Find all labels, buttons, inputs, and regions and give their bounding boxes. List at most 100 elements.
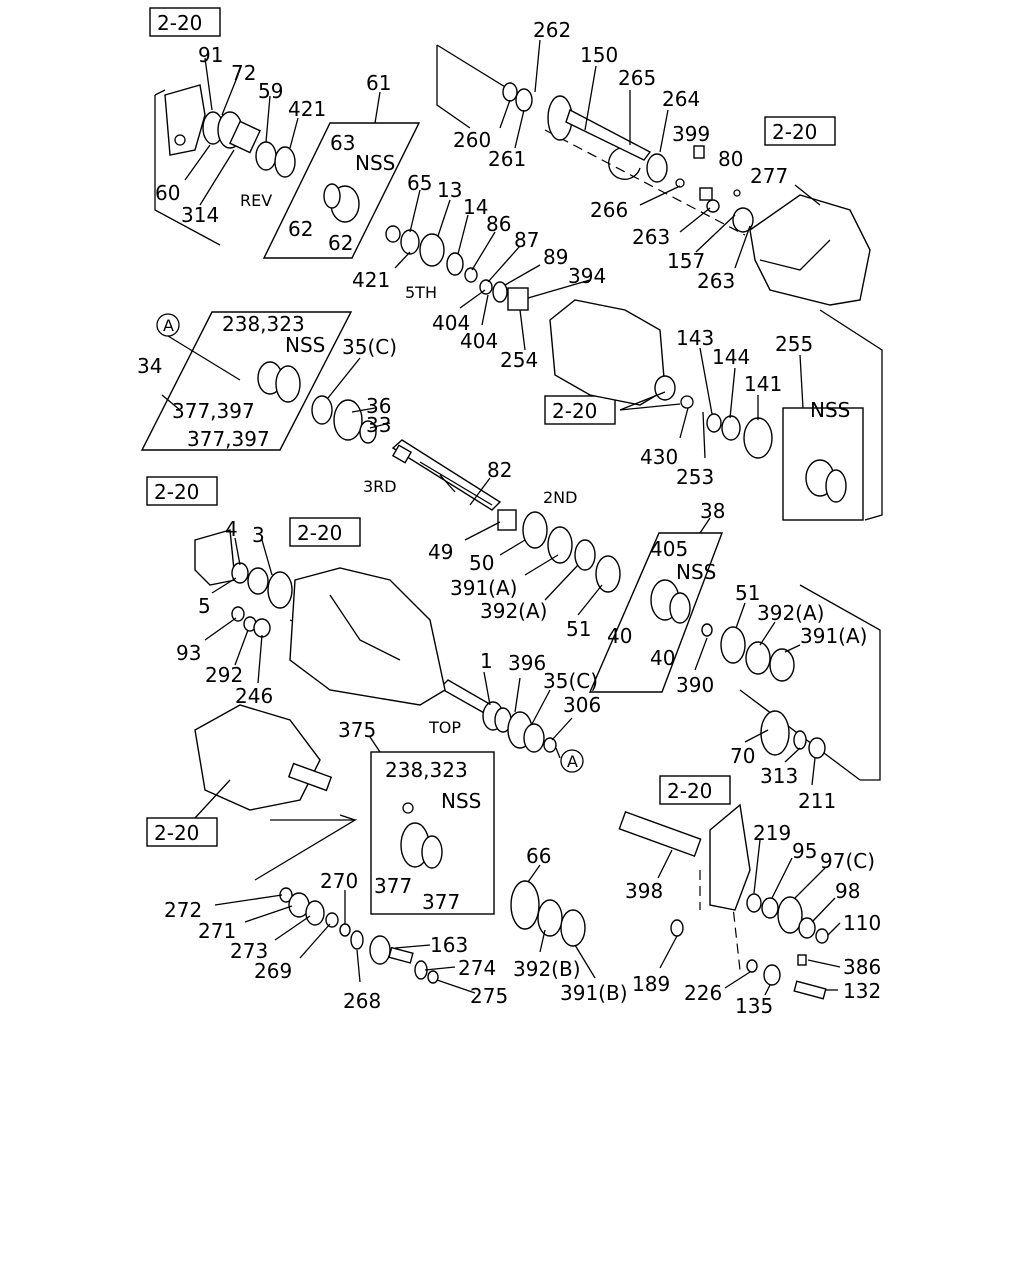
callout: 260 bbox=[453, 128, 491, 152]
callout: 50 bbox=[469, 551, 494, 575]
group-box-61 bbox=[262, 122, 421, 259]
callout: 189 bbox=[632, 972, 670, 996]
callout: 62 bbox=[288, 217, 313, 241]
callout: 98 bbox=[835, 879, 860, 903]
parts bbox=[164, 82, 871, 1000]
ref-label: 2-20 bbox=[157, 11, 202, 35]
callout: TOP bbox=[428, 718, 461, 737]
callout: 265 bbox=[618, 66, 656, 90]
callout: 62 bbox=[328, 231, 353, 255]
callout: 292 bbox=[205, 663, 243, 687]
callout: 377 bbox=[422, 890, 460, 914]
callout: 262 bbox=[533, 18, 571, 42]
callout: 150 bbox=[580, 43, 618, 67]
callout: 272 bbox=[164, 898, 202, 922]
callout: 399 bbox=[672, 122, 710, 146]
callout: 421 bbox=[352, 268, 390, 292]
callout: 219 bbox=[753, 821, 791, 845]
callout: 404 bbox=[460, 329, 498, 353]
callout: 238,323 bbox=[385, 758, 468, 782]
callout: 66 bbox=[526, 844, 551, 868]
callout: 271 bbox=[198, 919, 236, 943]
callout: A bbox=[163, 316, 174, 335]
ref-box-center: 2-20 bbox=[289, 517, 361, 547]
callout: 306 bbox=[563, 693, 601, 717]
ref-box-mid-left: 2-20 bbox=[146, 476, 218, 506]
callout: 392(B) bbox=[513, 957, 581, 981]
callout: 4 bbox=[225, 517, 238, 541]
callout: 377 bbox=[374, 874, 412, 898]
callout: 263 bbox=[632, 225, 670, 249]
callout: 268 bbox=[343, 989, 381, 1013]
callout: 38 bbox=[700, 499, 725, 523]
callout: 163 bbox=[430, 933, 468, 957]
callout: 273 bbox=[230, 939, 268, 963]
input-shaft bbox=[438, 679, 512, 733]
callout: 87 bbox=[514, 228, 539, 252]
callout: 141 bbox=[744, 372, 782, 396]
leader-lines bbox=[161, 39, 841, 996]
callout: 51 bbox=[566, 617, 591, 641]
callout: 35(C) bbox=[543, 669, 598, 693]
callout: 254 bbox=[500, 348, 538, 372]
callout: 377,397 bbox=[187, 427, 270, 451]
callout: 391(A) bbox=[450, 576, 517, 600]
callout: NSS bbox=[285, 333, 325, 357]
callout: 70 bbox=[730, 744, 755, 768]
callout: 93 bbox=[176, 641, 201, 665]
callout: 95 bbox=[792, 839, 817, 863]
callout: 263 bbox=[697, 269, 735, 293]
callout: 143 bbox=[676, 326, 714, 350]
callout: 275 bbox=[470, 984, 508, 1008]
callout: 396 bbox=[508, 651, 546, 675]
callout: 390 bbox=[676, 673, 714, 697]
callout: 157 bbox=[667, 249, 705, 273]
callout: 211 bbox=[798, 789, 836, 813]
callout: 5 bbox=[198, 594, 211, 618]
callout: 392(A) bbox=[757, 601, 824, 625]
callout: 270 bbox=[320, 869, 358, 893]
callout: 238,323 bbox=[222, 312, 305, 336]
marker-a-bottom bbox=[560, 749, 584, 773]
callout: 274 bbox=[458, 956, 496, 980]
callout: 14 bbox=[463, 195, 488, 219]
ref-label: 2-20 bbox=[667, 779, 712, 803]
callout: 132 bbox=[843, 979, 881, 1003]
callout: 51 bbox=[735, 581, 760, 605]
ref-label: 2-20 bbox=[297, 521, 342, 545]
callout: NSS bbox=[441, 789, 481, 813]
callout: NSS bbox=[676, 560, 716, 584]
group-box-375 bbox=[370, 751, 495, 915]
callout: 226 bbox=[684, 981, 722, 1005]
callout: 277 bbox=[750, 164, 788, 188]
callout: NSS bbox=[810, 398, 850, 422]
ref-label: 2-20 bbox=[552, 399, 597, 423]
callout: 386 bbox=[843, 955, 881, 979]
callout: 49 bbox=[428, 540, 453, 564]
callout: 59 bbox=[258, 79, 283, 103]
group-box-255 bbox=[782, 407, 864, 521]
callout: 97(C) bbox=[820, 849, 875, 873]
callout: 3 bbox=[252, 523, 265, 547]
callout: 255 bbox=[775, 332, 813, 356]
ref-label: 2-20 bbox=[154, 821, 199, 845]
callout: REV bbox=[240, 191, 272, 210]
callout: 2ND bbox=[543, 488, 577, 507]
callout: 61 bbox=[366, 71, 391, 95]
callout: 135 bbox=[735, 994, 773, 1018]
callout: 3RD bbox=[363, 477, 397, 496]
callout: 60 bbox=[155, 181, 180, 205]
ref-box-lower-left: 2-20 bbox=[146, 817, 218, 847]
ref-label: 2-20 bbox=[154, 480, 199, 504]
callout: 266 bbox=[590, 198, 628, 222]
callout: 5TH bbox=[405, 283, 437, 302]
callout: 33 bbox=[366, 413, 391, 437]
callout: 421 bbox=[288, 97, 326, 121]
callout: 36 bbox=[366, 394, 391, 418]
ref-box-mid-right: 2-20 bbox=[544, 395, 616, 425]
callout: 377,397 bbox=[172, 399, 255, 423]
callout: 391(B) bbox=[560, 981, 628, 1005]
callout: 430 bbox=[640, 445, 678, 469]
main-shaft bbox=[391, 439, 502, 511]
